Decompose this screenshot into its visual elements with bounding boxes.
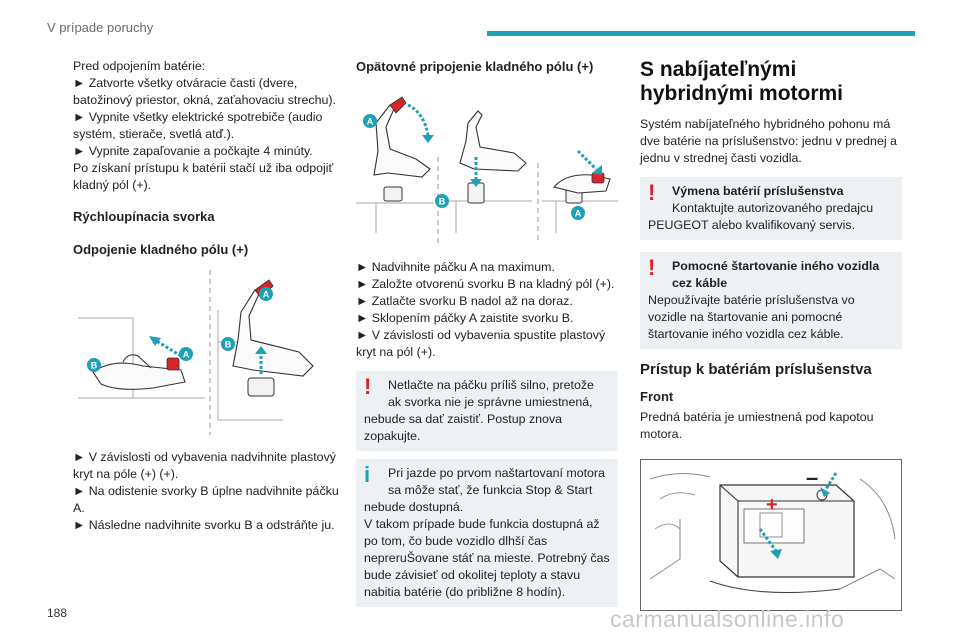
- clamp-diagram-svg: A B A B: [78, 270, 314, 435]
- header-accent-bar: [487, 31, 915, 36]
- warning-icon: !: [364, 374, 372, 399]
- intro-line: Pred odpojením batérie:: [73, 59, 206, 73]
- step-line: ► V závislosti od vybavenia nadvihnite p…: [73, 450, 336, 481]
- step-line: ► Na odistenie svorky B úplne nadvihnite…: [73, 484, 339, 515]
- reconnect-illustration: A B A: [356, 83, 618, 243]
- front-text: Predná batéria je umiestnená pod kapotou…: [640, 410, 874, 441]
- warning-callout: ! Netlačte na páčku príliš silno, pretož…: [356, 371, 618, 451]
- label-a-right: A: [259, 287, 273, 301]
- quick-clamp-heading: Rýchloupínacia svorka: [73, 209, 215, 224]
- svg-text:A: A: [367, 117, 374, 127]
- intro-line: ► Vypnite všetky elektrické spotrebiče (…: [73, 110, 323, 141]
- step-line: ► V závislosti od vybavenia spustite pla…: [356, 328, 606, 359]
- access-heading: Prístup k batériám príslušenstva: [640, 361, 872, 378]
- svg-text:A: A: [183, 350, 190, 360]
- step-line: ► Sklopením páčky A zaistite svorku B.: [356, 311, 574, 325]
- callout-title: Výmena batérií príslušenstva: [672, 184, 844, 198]
- callout-title: Pomocné štartovanie iného vozidla cez ká…: [672, 259, 880, 290]
- info-text: V takom prípade bude funkcia dostupná až…: [364, 517, 610, 599]
- step-line: ► Zatlačte svorku B nadol až na doraz.: [356, 294, 573, 308]
- label-b-stage2: B: [435, 194, 449, 208]
- step-line: ► Nadvihnite páčku A na maximum.: [356, 260, 555, 274]
- intro-block: Pred odpojením batérie: ► Zatvorte všetk…: [73, 58, 343, 194]
- info-text: Pri jazde po prvom naštartovaní motora s…: [388, 466, 605, 497]
- intro-line: Po získaní prístupu k batérii stačí už i…: [73, 161, 334, 192]
- warning-icon: !: [648, 180, 656, 205]
- column-1: Pred odpojením batérie: ► Zatvorte všetk…: [73, 58, 343, 534]
- front-battery-illustration: + –: [640, 459, 902, 611]
- info-callout: i Pri jazde po prvom naštartovaní motora…: [356, 459, 618, 607]
- warning-text: nebude sa dať zaistiť. Postup znova zopa…: [364, 412, 563, 443]
- jumpstart-callout: ! Pomocné štartovanie iného vozidla cez …: [640, 252, 902, 349]
- replacement-callout: ! Výmena batérií príslušenstva Kontaktuj…: [640, 177, 902, 240]
- section-title: S nabíjateľnými hybridnými motormi: [640, 58, 844, 105]
- watermark: carmanualsonline.info: [610, 606, 845, 632]
- label-a-left: A: [179, 347, 193, 361]
- reconnect-heading: Opätovné pripojenie kladného pólu (+): [356, 59, 594, 74]
- reconnect-steps: ► Nadvihnite páčku A na maximum. ► Založ…: [356, 259, 618, 361]
- minus-terminal-symbol: –: [806, 465, 818, 490]
- svg-text:A: A: [575, 209, 582, 219]
- page-number: 188: [47, 606, 68, 620]
- info-icon: i: [364, 462, 371, 487]
- svg-text:B: B: [439, 197, 446, 207]
- warning-text: Netlačte na páčku príliš silno, pretože …: [388, 378, 594, 409]
- label-b-right: B: [221, 337, 235, 351]
- plus-terminal-symbol: +: [766, 494, 778, 516]
- disconnect-heading: Odpojenie kladného pólu (+): [73, 242, 249, 257]
- disconnect-steps: ► V závislosti od vybavenia nadvihnite p…: [73, 449, 343, 534]
- running-header: V prípade poruchy: [47, 20, 154, 35]
- column-2: Opätovné pripojenie kladného pólu (+): [356, 58, 618, 615]
- front-heading: Front: [640, 389, 674, 404]
- warning-icon: !: [648, 255, 656, 280]
- svg-text:B: B: [225, 340, 232, 350]
- section-intro: Systém nabíjateľného hybridného pohonu m…: [640, 117, 897, 165]
- column-3: S nabíjateľnými hybridnými motormi Systé…: [640, 58, 902, 611]
- front-battery-svg: + –: [640, 459, 902, 611]
- intro-line: ► Vypnite zapaľovanie a počkajte 4 minút…: [73, 144, 313, 158]
- svg-text:A: A: [263, 290, 270, 300]
- label-a-stage1: A: [363, 114, 377, 128]
- disconnect-illustration: A B A B: [73, 270, 343, 435]
- callout-text: PEUGEOT alebo kvalifikovaný servis.: [648, 218, 856, 232]
- svg-text:B: B: [91, 361, 98, 371]
- step-line: ► Následne nadvihnite svorku B a odstráň…: [73, 518, 335, 532]
- intro-line: ► Zatvorte všetky otváracie časti (dvere…: [73, 76, 336, 107]
- info-text: nebude dostupná.: [364, 500, 464, 514]
- reconnect-diagram-svg: A B A: [356, 96, 618, 243]
- step-line: ► Založte otvorenú svorku B na kladný pó…: [356, 277, 615, 291]
- label-b-left: B: [87, 358, 101, 372]
- callout-text: Kontaktujte autorizovaného predajcu: [672, 201, 874, 215]
- label-a-stage3: A: [571, 206, 585, 220]
- callout-text: Nepoužívajte batérie príslušenstva vo vo…: [648, 293, 855, 341]
